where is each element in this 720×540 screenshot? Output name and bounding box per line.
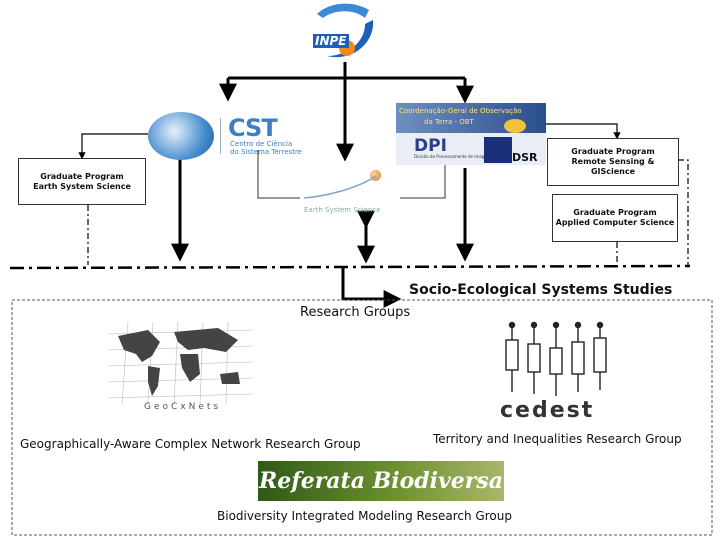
cst-logo: CST Centro de Ciência do Sistema Terrest… <box>148 112 318 160</box>
biodiversa-logo-text: Referata Biodiversa <box>258 468 504 494</box>
boxplot-icon <box>505 321 607 396</box>
program-remote-sensing: Graduate Program Remote Sensing & GIScie… <box>547 138 679 186</box>
biodiversa-logo: Referata Biodiversa <box>258 461 504 501</box>
program-earth-system-science: Graduate Program Earth System Science <box>18 158 146 205</box>
geocxnets-label: Geographically-Aware Complex Network Res… <box>20 437 361 451</box>
world-map-icon <box>107 321 254 405</box>
ess-swoosh-icon <box>303 175 377 199</box>
biodiversa-label: Biodiversity Integrated Modeling Researc… <box>217 509 512 523</box>
cst-line2: do Sistema Terrestre <box>230 148 302 156</box>
cst-ess-line <box>257 150 300 199</box>
dsr-label: DSR <box>512 151 538 164</box>
research-section-frame <box>11 299 713 536</box>
inpe-swoosh-icon <box>317 3 374 58</box>
program-applied-label: Graduate Program Applied Computer Scienc… <box>555 208 675 227</box>
dpi-sub-label: Divisão de Processamento de Imagens <box>414 154 492 159</box>
to-research-section-arrow <box>341 268 402 308</box>
obt-ess-line <box>400 155 446 199</box>
section-title: Socio-Ecological Systems Studies <box>409 282 673 298</box>
remote-program-side-line <box>678 159 689 265</box>
cedest-label: Territory and Inequalities Research Grou… <box>433 432 682 446</box>
satellite-icon <box>504 119 526 133</box>
inpe-logo: INPE <box>305 2 385 64</box>
dpi-label: DPI <box>414 136 447 156</box>
dsr-box <box>484 137 512 163</box>
geocxnets-logo-text: GeoCxNets <box>144 402 222 412</box>
cst-line1: Centro de Ciência <box>230 140 293 148</box>
cedest-logo-text: cedest <box>500 398 595 423</box>
program-applied-computer-science: Graduate Program Applied Computer Scienc… <box>552 194 678 242</box>
program-remote-label: Graduate Program Remote Sensing & GIScie… <box>571 147 655 176</box>
obt-line2: da Terra - OBT <box>424 118 474 126</box>
globe-icon <box>148 112 214 160</box>
dash-dot-divider <box>9 264 691 270</box>
section-subtitle: Research Groups <box>300 305 411 320</box>
program-earth-label: Graduate Program Earth System Science <box>33 171 131 191</box>
cst-abbr: CST <box>228 114 278 142</box>
cst-divider <box>220 118 221 154</box>
obt-logo: Coordenação-Geral de Observação da Terra… <box>396 103 546 165</box>
ess-logo: Earth System Science <box>298 168 398 218</box>
obt-to-remote-program-line <box>545 123 621 140</box>
cedest-logo: cedest <box>496 320 631 424</box>
ess-name: Earth System Science <box>304 206 381 214</box>
inpe-logo-text: INPE <box>313 34 349 48</box>
obt-line1: Coordenação-Geral de Observação <box>399 107 522 115</box>
cst-to-earth-program-line <box>78 133 148 160</box>
geocxnets-logo: GeoCxNets <box>107 321 254 414</box>
